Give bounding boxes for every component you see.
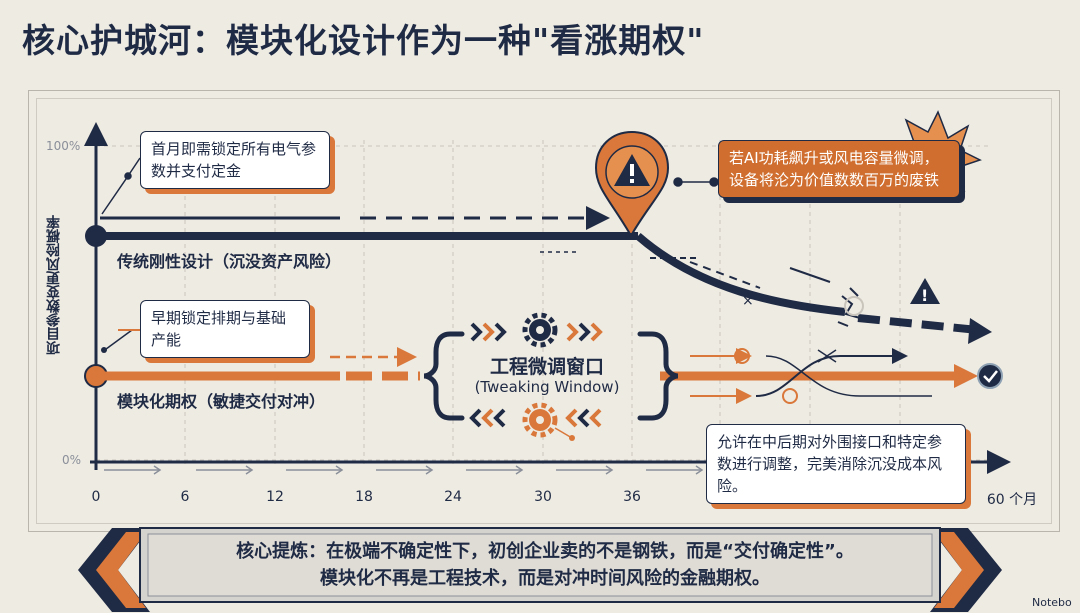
x-tick: 30 [534,489,552,505]
lane-label-modular: 模块化期权（敏捷交付对冲） [117,392,326,411]
summary-banner [78,527,1002,612]
chevrons-top [470,322,603,342]
warning-triangle-icon: ! [910,278,940,305]
callout-warning: 若AI功耗飙升或风电容量微调，设备将沦为价值数数百万的废铁 [718,140,960,198]
svg-text:!: ! [921,286,928,305]
gear-icon-bottom [522,402,558,438]
tweaking-window-title: 工程微调窗口 [489,356,604,378]
x-tick: 18 [355,489,373,505]
gear-icon [522,312,558,348]
svg-text:×: × [742,293,754,309]
check-circle-icon [977,363,1003,389]
inner-frame [36,98,1052,524]
y-axis-label: 项目参数变更风险概率 [46,215,62,355]
lane-label-traditional: 传统刚性设计（沉没资产风险） [117,252,342,271]
summary-text: 核心提炼：在极端不确定性下，初创企业卖的不是钢铁，而是“交付确定性”。 模块化不… [150,538,940,592]
page-title: 核心护城河：模块化设计作为一种"看涨期权" [22,21,705,60]
x-tick: 0 [91,489,101,505]
chevrons-bottom [469,408,602,428]
connectors [101,157,719,215]
x-tick: 24 [444,489,462,505]
y-axis-top-label: 100% [46,139,81,153]
warning-pin-icon [594,130,670,235]
x-tick: 36 [623,489,641,505]
callout-modular-lock: 早期锁定排期与基础产能 [140,300,310,358]
axis-arrows [104,465,704,475]
x-tick: 60 个月 [986,492,1038,508]
x-tick: 12 [266,489,284,505]
break-explosion-icon [837,287,864,327]
summary-line-2: 模块化不再是工程技术，而是对冲时间风险的金融期权。 [320,568,770,589]
callout-adjust: 允许在中后期对外围接口和特定参数进行调整，完美消除沉没成本风险。 [706,424,966,504]
brand-watermark: Notebo [1032,596,1072,609]
x-tick: 6 [180,489,190,505]
tweaking-window-subtitle: (Tweaking Window) [474,378,620,396]
callout-traditional-lock: 首月即需锁定所有电气参数并支付定金 [140,131,330,189]
modular-lane [84,329,978,404]
y-axis-bottom-label: 0% [62,453,82,467]
tweaking-window [423,331,679,421]
traditional-lane: × [85,206,992,344]
summary-line-1: 核心提炼：在极端不确定性下，初创企业卖的不是钢铁，而是“交付确定性”。 [236,541,854,562]
